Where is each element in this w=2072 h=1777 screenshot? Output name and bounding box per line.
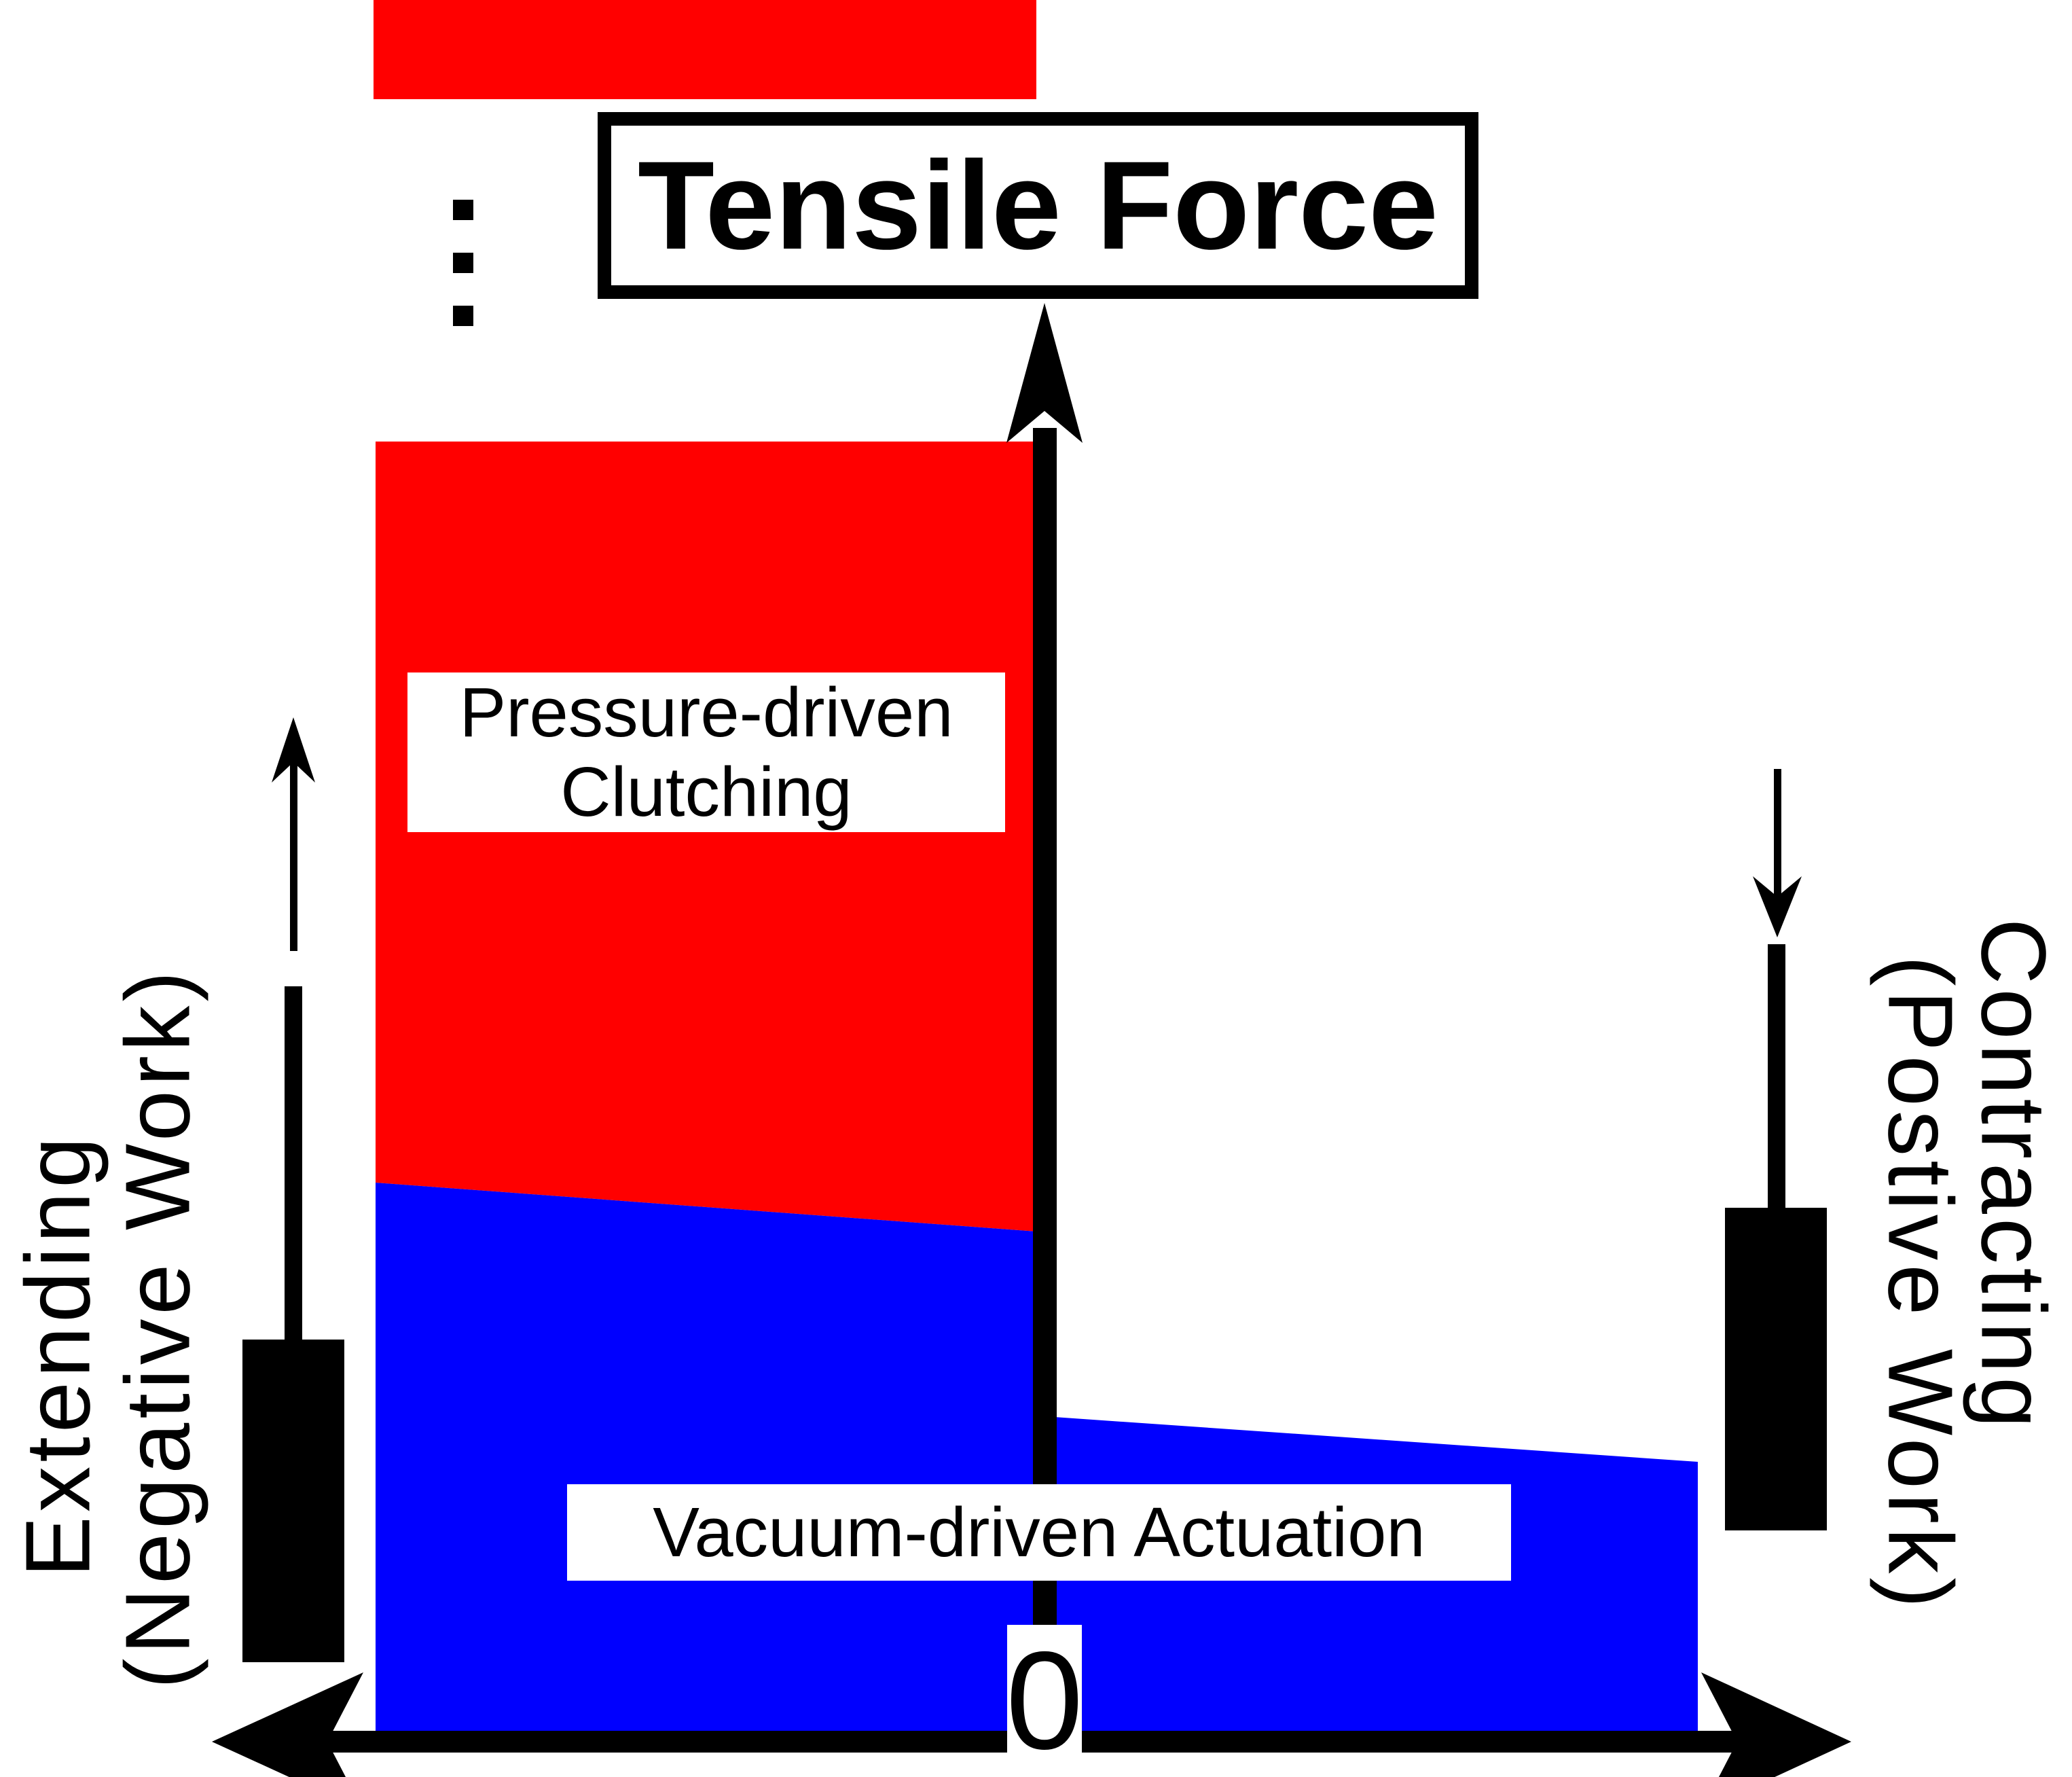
up-arrowhead-icon — [272, 717, 315, 783]
y-axis-arrowhead-icon — [1006, 303, 1083, 443]
origin-label: 0 — [1006, 1623, 1083, 1777]
up-arrow-shaft — [290, 761, 297, 951]
origin-label-text: 0 — [1006, 1623, 1084, 1777]
actuation-label-text: Vacuum-driven Actuation — [653, 1493, 1425, 1571]
clutching-label-line2: Clutching — [560, 752, 852, 831]
piston-body — [242, 1340, 344, 1662]
x-axis-right-arrowhead-icon — [1701, 1672, 1851, 1777]
y-axis-title: Tensile Force — [638, 135, 1438, 276]
x-axis-left-arrowhead-icon — [212, 1672, 363, 1777]
y-axis-title-box: Tensile Force — [598, 112, 1478, 299]
break-dot — [453, 253, 473, 273]
contracting-actuator-icon — [1725, 769, 1827, 1530]
actuation-region-right — [1044, 1416, 1698, 1753]
down-arrow-shaft — [1774, 769, 1781, 898]
down-arrowhead-icon — [1753, 876, 1802, 937]
postive-work-annotation: (Postive Work) — [1869, 955, 1972, 1613]
actuation-region-label: Vacuum-driven Actuation — [567, 1484, 1511, 1581]
clutching-region-continued — [374, 0, 1036, 99]
contracting-annotation: Contracting — [1962, 918, 2065, 1433]
break-dot — [453, 200, 473, 220]
clutching-region-label: Pressure-driven Clutching — [407, 672, 1005, 832]
piston-rod — [285, 986, 302, 1340]
clutching-region — [376, 442, 1046, 1232]
actuation-region-left — [376, 1183, 1046, 1753]
clutching-label-line1: Pressure-driven — [459, 673, 953, 752]
axis-break-dots-icon — [453, 200, 473, 326]
extending-annotation: Extending — [6, 1132, 109, 1578]
extending-actuator-icon — [242, 717, 344, 1662]
negative-work-annotation: (Negative Work) — [106, 967, 209, 1689]
piston-rod — [1768, 944, 1785, 1208]
piston-body — [1725, 1208, 1827, 1530]
break-dot — [453, 306, 473, 326]
